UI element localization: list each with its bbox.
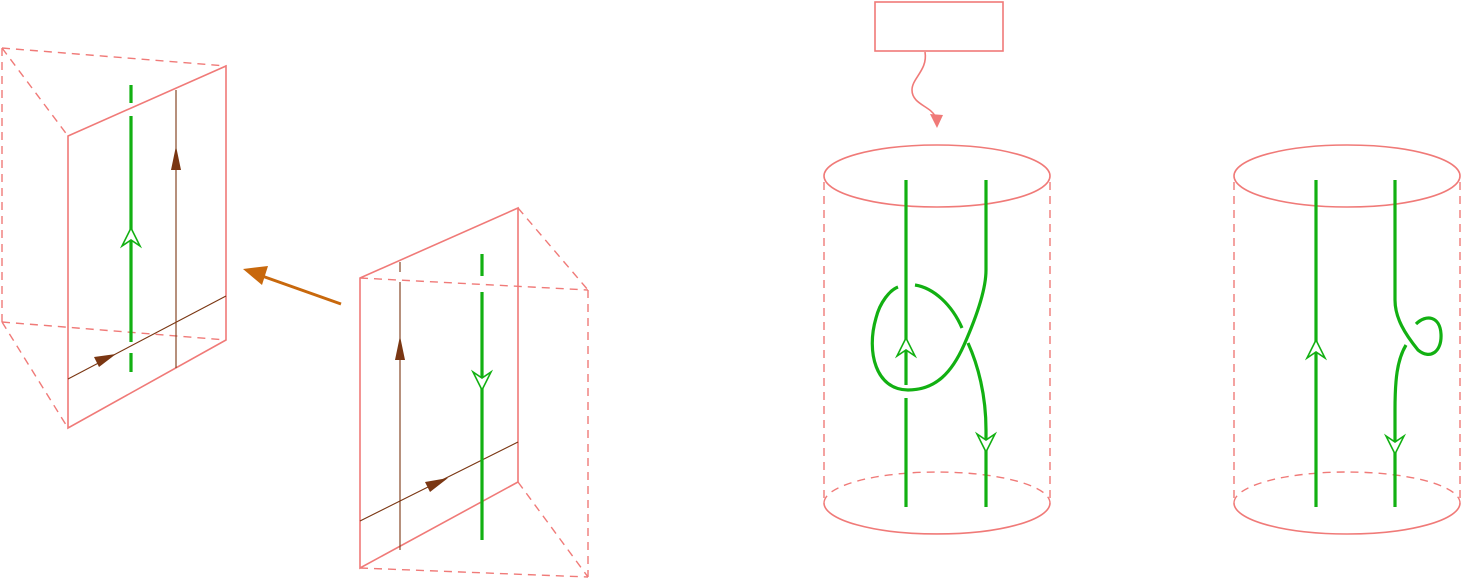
middle-prism-right-arrowhead [425,478,448,492]
transition-arrow [243,266,342,306]
left-prism-horizontal-thin-line [67,295,227,380]
middle-prism [359,206,589,578]
cylinder-kink-right-strand-down-arrowhead [1383,433,1407,456]
label-box-arrowhead [930,114,943,128]
cylinder-kink-bottom-front-arc [1233,502,1461,535]
transition-arrow-head [243,266,268,285]
transition-arrow-shaft [261,274,342,306]
left-prism-bottom-side-edge [1,321,69,429]
middle-prism-front-face [359,206,519,570]
middle-prism-strand-down-arrowhead [470,369,494,392]
cylinder-kink-bottom-back-arc [1233,471,1461,504]
cylinder-crossing-left-strand-up-arrowhead [894,336,918,359]
cylinder-crossing-right-strand-lower [966,342,988,507]
cylinder-crossing-right-strand-loop-over [870,180,988,392]
left-prism-strand-up-arrowhead [119,226,143,249]
cylinder-crossing-bottom-back-arc [823,471,1051,504]
cylinder-kink-top-ellipse [1233,144,1461,208]
cylinder-kink-left-strand-up-arrowhead [1304,338,1328,361]
label-box-wavy-arrow [911,51,936,117]
middle-prism-top-side-edge [517,207,589,291]
label-box [874,1,1004,52]
left-prism-top-side-edge [1,47,69,137]
cylinder-kink-right-strand-lower [1393,344,1408,507]
cylinder-crossing-bottom-front-arc [823,502,1051,535]
left-prism-front-face [67,64,227,430]
middle-prism-up-arrowhead [395,336,405,360]
middle-prism-bottom-side-edge [517,481,589,578]
left-prism-top-back-edge [1,47,227,67]
middle-prism-bottom-back-edge [359,567,589,578]
cylinder-crossing [823,144,1051,535]
cylinder-kink-right-strand-curl-upper [1393,180,1443,356]
label-box-group [874,1,1004,128]
cylinder-crossing-right-strand-loop-under [914,283,964,329]
cylinder-crossing-right-strand-down-arrowhead [974,431,998,454]
left-prism-bottom-back-edge [1,321,227,341]
left-prism-up-arrowhead [171,146,181,170]
cylinder-crossing-top-ellipse [823,144,1051,208]
left-prism-right-arrowhead [94,354,116,367]
middle-prism-top-back-edge [359,277,589,291]
left-prism [1,47,227,430]
cylinder-kink [1233,144,1461,535]
